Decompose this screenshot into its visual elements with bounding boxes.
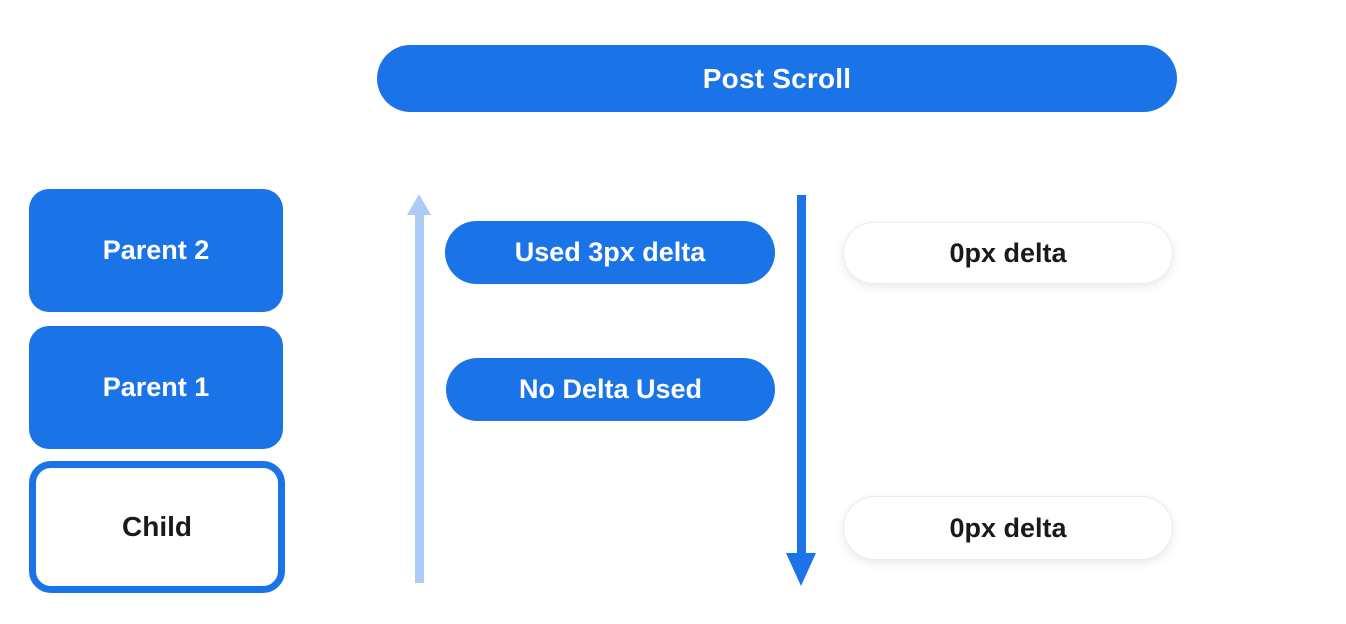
arrow-down-head xyxy=(786,553,816,586)
post-scroll-header: Post Scroll xyxy=(377,45,1177,112)
used-delta-pill: Used 3px delta xyxy=(445,221,775,284)
child-box: Child xyxy=(29,461,285,593)
arrow-up-shaft xyxy=(415,213,424,583)
zero-delta-top-pill: 0px delta xyxy=(843,222,1173,284)
zero-delta-bottom-pill: 0px delta xyxy=(843,496,1173,560)
no-delta-pill: No Delta Used xyxy=(446,358,775,421)
parent-1-box: Parent 1 xyxy=(29,326,283,449)
parent-2-box: Parent 2 xyxy=(29,189,283,312)
arrow-down-shaft xyxy=(797,195,806,555)
arrow-down-icon xyxy=(786,195,816,587)
arrow-up-icon xyxy=(407,194,441,584)
arrow-up-head xyxy=(407,194,431,215)
